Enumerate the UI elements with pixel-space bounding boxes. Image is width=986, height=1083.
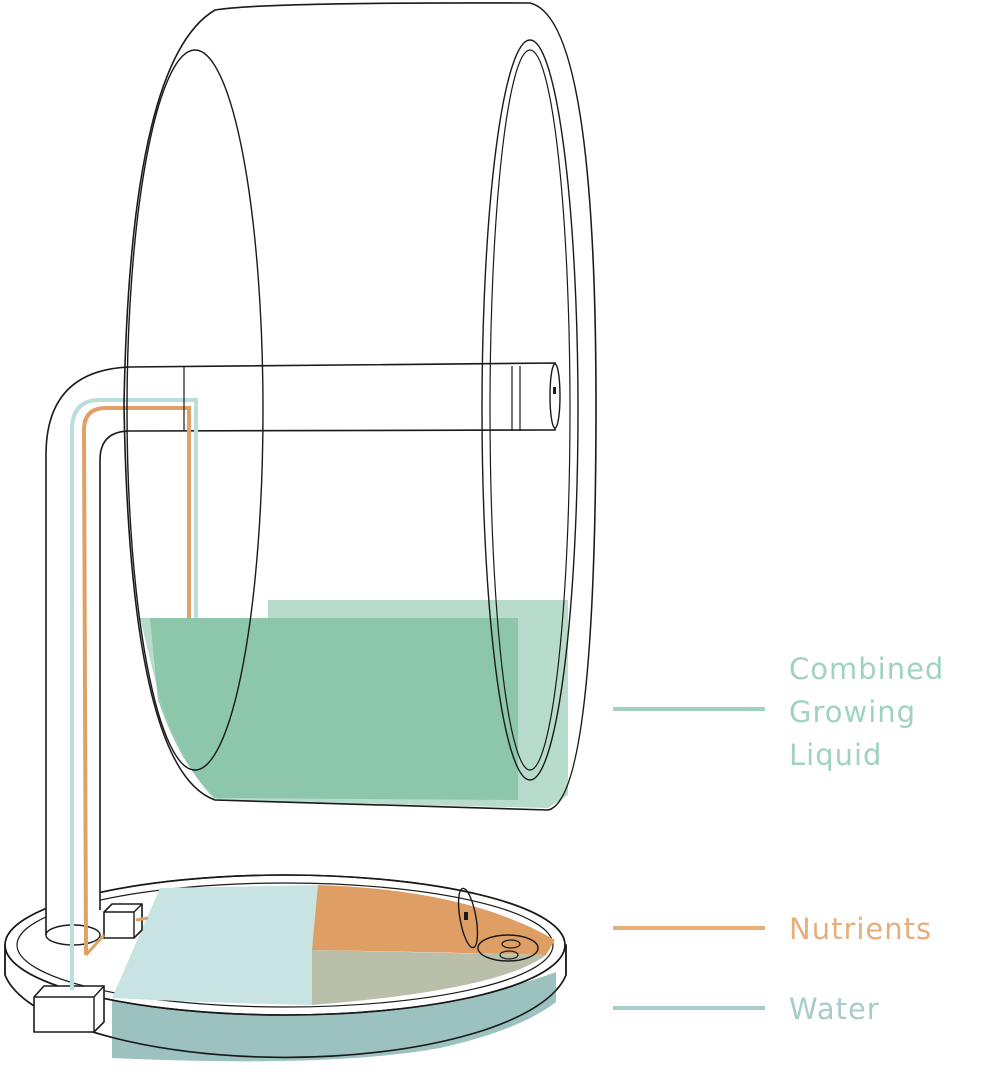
legend-line-nutrients [613,926,765,930]
legend-label-nutrients: Nutrients [789,912,933,946]
water-tank-side [112,972,556,1062]
combined-liquid [150,618,518,800]
drum-outer [123,2,597,811]
legend-line-combined [613,707,765,711]
legend-label-water: Water [789,992,880,1026]
axle-cap [183,363,561,431]
legend-label-combined: Combined Growing Liquid [789,652,945,772]
drum-back-rim [126,49,264,771]
nutrient-line [81,406,191,956]
support-arm [45,362,556,935]
legend-line-water [613,1006,765,1010]
water-line [70,398,198,990]
nutrient-tank-top [312,885,555,955]
water-tank-top [112,885,318,1005]
drain-port [457,887,539,962]
nutrient-tank-front [312,950,546,1005]
nutrient-pump [103,903,143,939]
water-pump [33,985,105,1033]
base-top-inner [16,882,554,1008]
drum-front-rim [481,39,579,781]
